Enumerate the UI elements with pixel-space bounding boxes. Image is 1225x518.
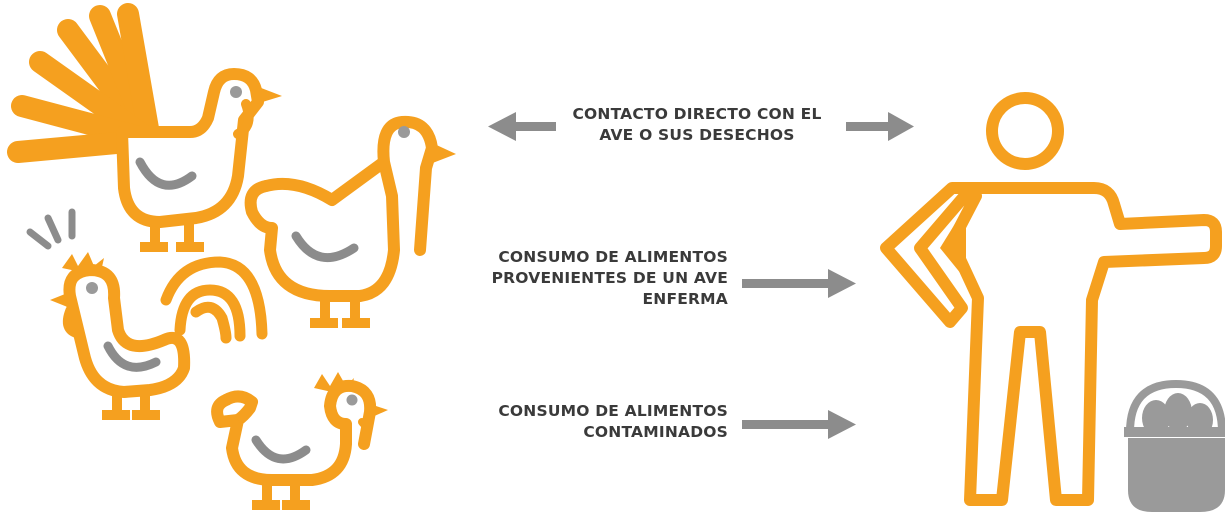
rooster-beak: [50, 292, 70, 308]
chick-wattle: [358, 418, 372, 444]
arrow-direct-left-icon: [488, 112, 556, 141]
person-head: [986, 92, 1064, 170]
route-label-contaminated-food: CONSUMO DE ALIMENTOS CONTAMINADOS: [470, 401, 728, 443]
route-label-line: CONSUMO DE ALIMENTOS: [498, 248, 728, 266]
hen-beak: [430, 142, 456, 164]
turkey-wing: [135, 157, 197, 190]
basket-handle: [1126, 379, 1225, 433]
chick-eye: [346, 394, 358, 406]
chick-legs: [252, 476, 310, 510]
chick-icon: [211, 372, 388, 510]
route-label-line: ENFERMA: [642, 290, 728, 308]
route-label-line: AVE O SUS DESECHOS: [599, 126, 795, 144]
turkey-beak: [256, 86, 282, 104]
alarm-lines-icon: [26, 208, 76, 250]
person-arm-gap: [940, 206, 966, 280]
route-label-line: CONTACTO DIRECTO CON EL: [572, 105, 822, 123]
rooster-tail: [160, 256, 268, 344]
rooster-wing: [103, 341, 161, 372]
rooster-wattle: [62, 305, 83, 339]
arrow-direct-right-icon: [846, 112, 914, 141]
chick-back: [223, 390, 258, 425]
hen-back: [264, 157, 388, 206]
hen-wing: [291, 231, 359, 262]
route-label-line: PROVENIENTES DE UN AVE: [491, 269, 728, 287]
chick-beak: [370, 404, 388, 418]
route-label-sick-bird-food: CONSUMO DE ALIMENTOS PROVENIENTES DE UN …: [450, 247, 728, 310]
arrow-contaminated-food-icon: [742, 410, 856, 439]
route-label-line: CONTAMINADOS: [583, 423, 728, 441]
turkey-legs: [140, 216, 204, 252]
person-body: [880, 182, 1222, 506]
rooster-legs: [102, 388, 160, 420]
hen-legs: [310, 292, 370, 328]
basket-body: [1128, 438, 1225, 512]
hen-icon: [244, 115, 456, 328]
turkey-eye: [230, 86, 242, 98]
hen-body: [244, 115, 438, 302]
turkey-wattle: [233, 99, 254, 139]
rooster-eye: [86, 282, 98, 294]
hen-eye: [398, 126, 410, 138]
route-label-line: CONSUMO DE ALIMENTOS: [498, 402, 728, 420]
egg-basket-icon: [1124, 379, 1225, 512]
rooster-icon: [26, 208, 268, 420]
person-icon: [880, 92, 1222, 506]
arrow-sick-food-icon: [742, 269, 856, 298]
chick-wing: [251, 435, 311, 464]
turkey-icon: [7, 3, 282, 252]
route-label-direct-contact: CONTACTO DIRECTO CON EL AVE O SUS DESECH…: [566, 104, 828, 146]
